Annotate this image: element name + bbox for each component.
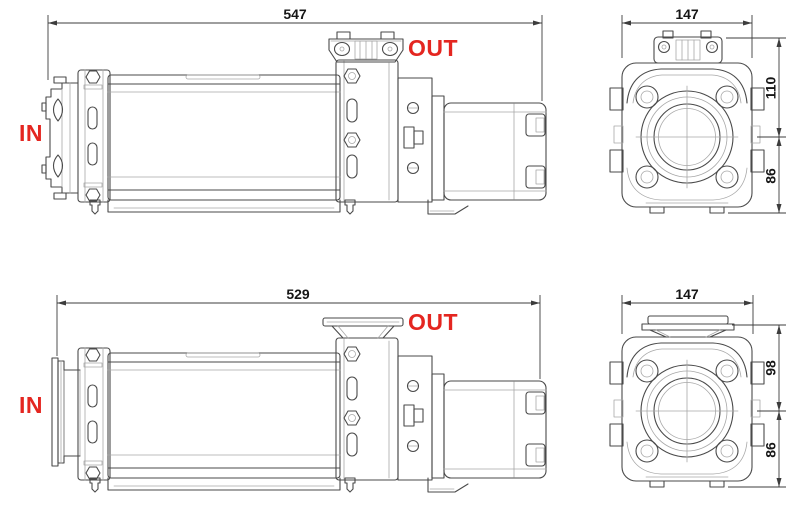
bottom-end-view-flange-port xyxy=(641,315,735,338)
top-lower-height-value: 86 xyxy=(763,168,779,184)
bottom-side-view-inlet-flange xyxy=(51,357,81,467)
top-length-dimension: 547 xyxy=(47,6,543,101)
top-side-view-pump-body xyxy=(77,59,547,215)
top-end-view-clamp-port xyxy=(653,30,723,64)
top-end-view-body xyxy=(609,62,765,214)
bottom-end-width-value: 147 xyxy=(675,286,699,302)
bottom-length-value: 529 xyxy=(286,286,310,302)
top-length-value: 547 xyxy=(283,6,307,22)
bottom-end-view-body xyxy=(609,336,765,488)
top-end-width-value: 147 xyxy=(675,6,699,22)
bottom-end-width-dimension: 147 xyxy=(621,286,754,334)
bottom-side-view-pump-body xyxy=(77,337,547,493)
bottom-upper-height-value: 98 xyxy=(763,360,779,376)
bottom-length-dimension: 529 xyxy=(56,286,541,379)
top-upper-height-value: 110 xyxy=(763,76,779,99)
top-end-height-dimensions: 110 86 xyxy=(726,37,786,214)
top-inlet-label: IN xyxy=(19,120,43,146)
top-side-view-inlet-clamp xyxy=(41,76,79,200)
top-end-width-dimension: 147 xyxy=(621,6,753,58)
bottom-side-view-outlet-flange-port xyxy=(322,317,404,339)
bottom-end-height-dimensions: 98 86 xyxy=(728,324,786,488)
bottom-outlet-label: OUT xyxy=(408,309,458,335)
top-outlet-label: OUT xyxy=(408,35,458,61)
top-side-view-outlet-clamp-port xyxy=(328,31,404,63)
bottom-inlet-label: IN xyxy=(19,392,43,418)
bottom-lower-height-value: 86 xyxy=(763,442,779,458)
